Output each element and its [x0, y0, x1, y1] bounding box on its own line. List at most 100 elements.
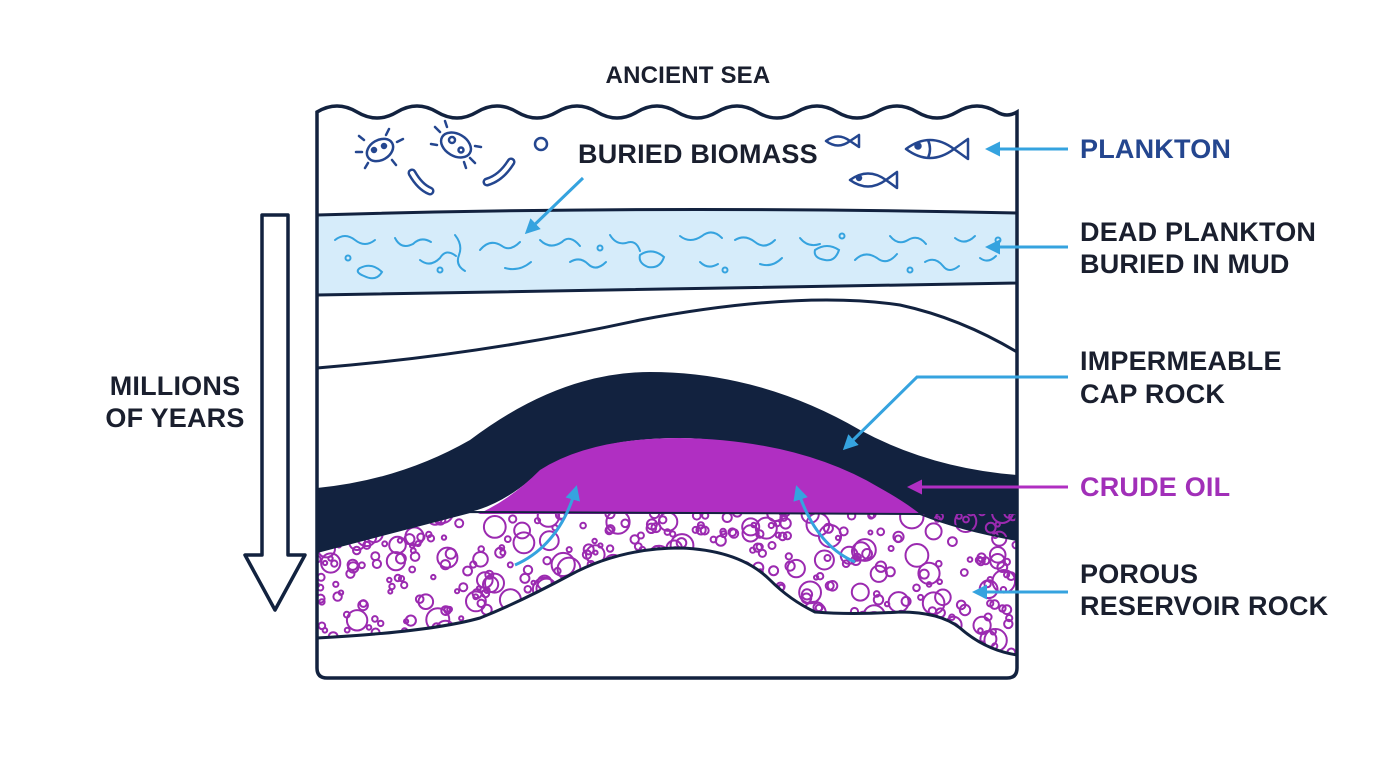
- pore: [430, 573, 437, 581]
- pore: [377, 619, 385, 628]
- reservoir-bottom-boundary: [317, 546, 1017, 657]
- pore: [755, 529, 765, 539]
- pore: [337, 589, 345, 596]
- buried-biomass-label: BURIED BIOMASS: [578, 139, 818, 169]
- pore: [482, 515, 507, 539]
- pore: [396, 537, 404, 544]
- pore: [934, 588, 952, 607]
- cap-rock-layer: [317, 372, 1017, 552]
- pore: [381, 540, 389, 548]
- pore: [691, 514, 702, 521]
- pore: [371, 615, 379, 623]
- pore: [983, 579, 992, 589]
- pore: [404, 614, 417, 627]
- pore: [780, 514, 791, 518]
- pore: [512, 531, 536, 555]
- pore: [519, 572, 531, 584]
- pore: [1003, 618, 1014, 630]
- pore: [400, 581, 409, 590]
- label-reservoir-rock: POROUS RESERVOIR ROCK: [972, 559, 1328, 621]
- pore: [899, 514, 925, 530]
- pore: [1001, 604, 1013, 616]
- pore: [321, 627, 329, 634]
- pore: [838, 526, 849, 537]
- pore: [645, 518, 658, 531]
- pore: [499, 549, 507, 557]
- pore: [853, 538, 877, 562]
- biomass-arrow: [524, 176, 585, 235]
- pore: [370, 551, 381, 562]
- pore: [876, 527, 886, 537]
- pore: [867, 529, 874, 536]
- pore: [989, 599, 1000, 610]
- pore: [826, 580, 839, 592]
- svg-text:BURIED IN MUD: BURIED IN MUD: [1080, 249, 1290, 279]
- pore: [417, 593, 435, 611]
- pore: [362, 540, 372, 550]
- pore: [867, 514, 875, 520]
- pore: [484, 569, 495, 580]
- pore: [538, 530, 560, 552]
- pore: [962, 515, 970, 524]
- sediment-line: [317, 298, 1017, 370]
- pore: [523, 585, 533, 594]
- pore: [357, 599, 369, 612]
- pore: [393, 573, 403, 583]
- pore: [917, 561, 941, 586]
- pore: [465, 590, 487, 613]
- pore: [805, 514, 831, 537]
- pore: [991, 514, 1014, 524]
- mud-layer: [317, 207, 1017, 297]
- pore: [332, 580, 340, 588]
- arrow-down-icon: [243, 213, 307, 612]
- oil-migration-arrow-left: [514, 485, 580, 567]
- pore: [579, 521, 587, 530]
- pore: [954, 514, 978, 534]
- pore: [317, 593, 326, 604]
- pore: [657, 514, 679, 532]
- pore: [395, 552, 407, 565]
- pore: [591, 537, 598, 545]
- dead-plankton-fragments: [334, 231, 1002, 280]
- pore: [533, 517, 542, 525]
- pore: [332, 591, 343, 602]
- pore: [977, 627, 984, 634]
- pore: [1002, 557, 1011, 567]
- pore: [823, 554, 832, 562]
- pore: [721, 514, 733, 524]
- pore: [476, 571, 494, 589]
- pore: [872, 594, 885, 606]
- cross-section-frame: [315, 104, 1019, 680]
- pore: [691, 525, 700, 534]
- pore: [330, 559, 339, 568]
- pore: [506, 561, 514, 569]
- pore: [988, 546, 1007, 564]
- pore: [786, 558, 806, 579]
- bacillus-icon: [429, 119, 483, 170]
- pore: [440, 534, 448, 541]
- pore: [414, 540, 422, 548]
- pore: [846, 514, 857, 521]
- pore: [779, 517, 792, 530]
- pore: [343, 626, 351, 634]
- pore: [984, 521, 997, 534]
- pore: [778, 514, 787, 517]
- time-axis-label-line1: MILLIONS: [110, 371, 241, 401]
- pore: [917, 593, 925, 601]
- pore: [727, 527, 738, 538]
- pore: [565, 546, 573, 554]
- pore: [669, 530, 677, 538]
- pore: [409, 547, 417, 555]
- fish-icon: [904, 137, 970, 161]
- time-axis-label-line2: OF YEARS: [105, 403, 244, 433]
- pore: [454, 588, 461, 595]
- pore: [955, 514, 963, 520]
- pore: [592, 549, 599, 556]
- label-dead-plankton: DEAD PLANKTON BURIED IN MUD: [985, 217, 1316, 279]
- svg-text:DEAD PLANKTON: DEAD PLANKTON: [1080, 217, 1316, 247]
- pore: [542, 556, 552, 566]
- bubble-icon: [533, 136, 549, 152]
- pore: [754, 516, 778, 540]
- pore: [741, 517, 761, 537]
